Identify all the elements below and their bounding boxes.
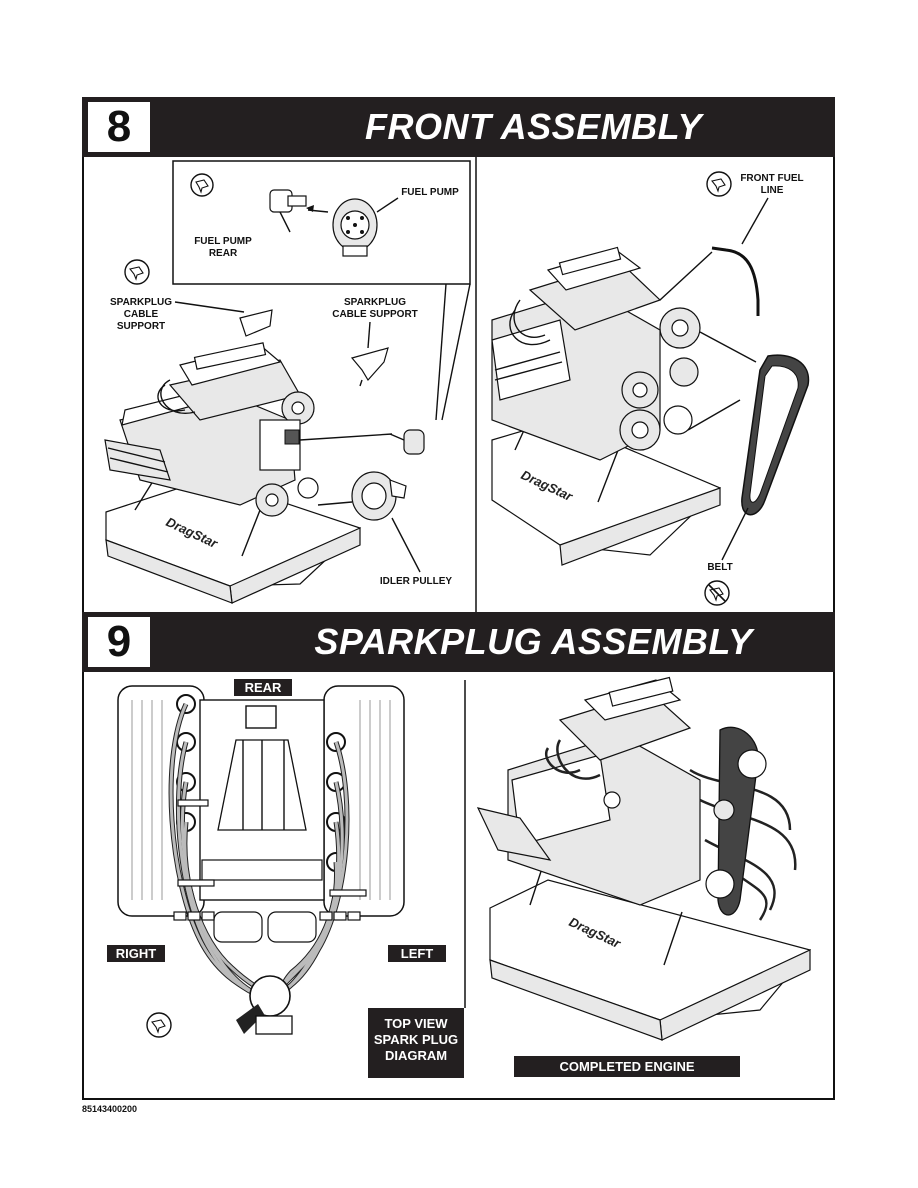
part-number: 85143400200 <box>82 1104 138 1114</box>
step9-title: SPARKPLUG ASSEMBLY <box>314 621 753 662</box>
step9-number: 9 <box>88 617 150 667</box>
fuel-pump-rear-label: FUEL PUMP REAR <box>194 236 252 259</box>
glue-icon <box>124 259 150 285</box>
glue-icon <box>146 1012 172 1038</box>
glue-icon <box>706 171 732 197</box>
belt-label: BELT <box>707 562 733 573</box>
left-label: LEFT <box>388 945 446 962</box>
fuel-pump-label: FUEL PUMP <box>401 187 459 198</box>
glue-icon <box>190 173 214 197</box>
sparkplug-cable-support-left-label: SPARKPLUG CABLE SUPPORT <box>109 297 173 332</box>
step9-header: 9 SPARKPLUG ASSEMBLY <box>82 612 835 672</box>
front-fuel-line-label: FRONT FUEL LINE <box>740 173 804 196</box>
no-glue-icon <box>704 580 730 606</box>
step8-number: 8 <box>88 102 150 152</box>
right-label: RIGHT <box>107 945 165 962</box>
top-view-label: TOP VIEW SPARK PLUG DIAGRAM <box>368 1008 464 1078</box>
idler-pulley-label: IDLER PULLEY <box>379 576 453 587</box>
rear-label: REAR <box>234 679 292 696</box>
step8-title: FRONT ASSEMBLY <box>365 106 702 147</box>
sparkplug-cable-support-right-label: SPARKPLUG CABLE SUPPORT <box>332 297 418 320</box>
completed-engine-label: COMPLETED ENGINE <box>514 1056 740 1077</box>
step8-header: 8 FRONT ASSEMBLY <box>82 97 835 157</box>
